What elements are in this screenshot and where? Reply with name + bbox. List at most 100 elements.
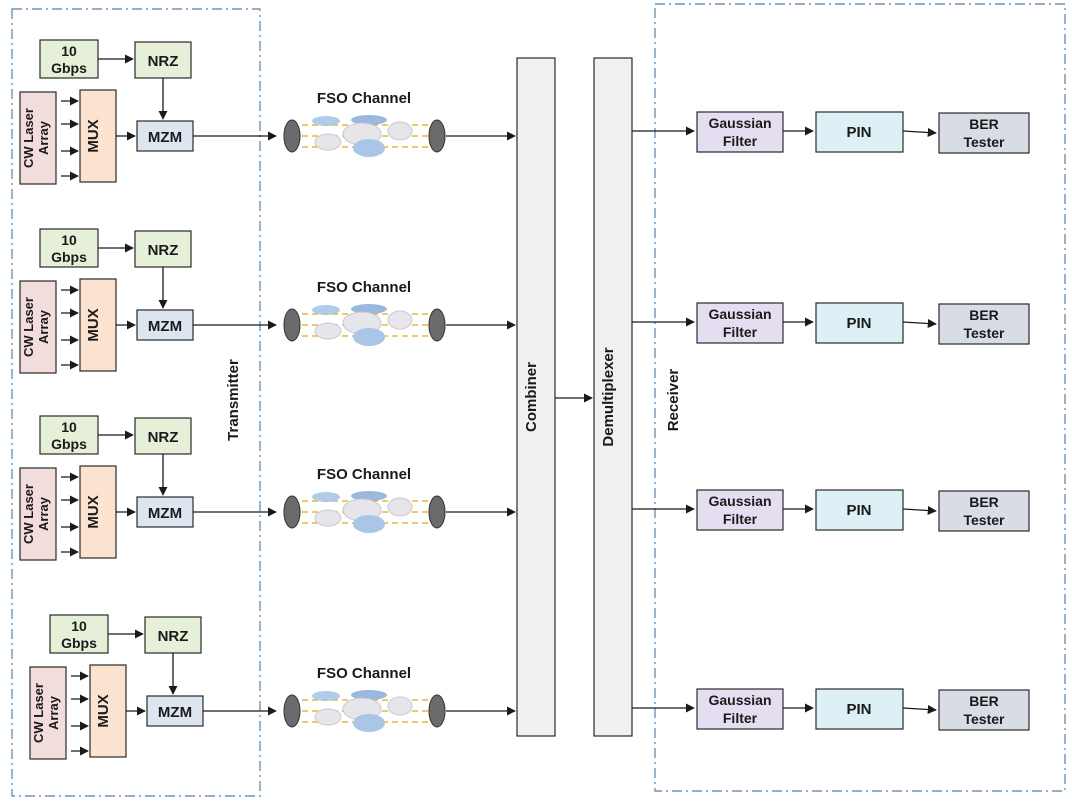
turbulence-cloud: [353, 328, 385, 346]
gaussian-filter-block: [696, 489, 784, 531]
turbulence-cloud: [387, 497, 413, 517]
gaussian-label: Gaussian: [708, 692, 771, 708]
tester-label: Tester: [964, 325, 1006, 341]
turbulence-cloud: [387, 696, 413, 716]
rate-unit-text: Gbps: [51, 60, 87, 76]
receiver-label: Receiver: [665, 369, 682, 432]
pin-label: PIN: [846, 315, 871, 332]
mzm-block: [146, 695, 204, 727]
turbulence-cloud: [387, 121, 413, 141]
mux-label: MUX: [85, 495, 102, 528]
turbulence-cloud: [353, 515, 385, 533]
turbulence-cloud: [351, 115, 387, 125]
tx-lens-icon: [283, 308, 301, 342]
turbulence-cloud: [314, 708, 342, 726]
turbulence-cloud: [312, 492, 340, 502]
nrz-block: [134, 230, 192, 268]
mzm-label: MZM: [148, 129, 182, 146]
gaussian-filter-block: [696, 111, 784, 153]
rate-value-text: 10: [61, 419, 77, 435]
ber-tester-block: [938, 689, 1030, 731]
nrz-block: [134, 417, 192, 455]
nrz-label: NRZ: [148, 429, 179, 446]
fso-channel-label: FSO Channel: [317, 90, 411, 107]
gaussian-filter-block: [696, 688, 784, 730]
turbulence-cloud: [314, 322, 342, 340]
mux-block: [79, 465, 117, 559]
turbulence-cloud: [312, 116, 340, 126]
nrz-label: NRZ: [148, 53, 179, 70]
gaussian-filter-block: [696, 302, 784, 344]
rate-value-text: 10: [71, 618, 87, 634]
pin-to-ber-arrow: [902, 127, 937, 138]
filter-label: Filter: [723, 133, 758, 149]
array-label: Array: [36, 309, 51, 344]
gaussian-label: Gaussian: [708, 306, 771, 322]
ber-label: BER: [969, 116, 999, 132]
fso-channel-label: FSO Channel: [317, 466, 411, 483]
tx-lens-icon: [283, 495, 301, 529]
gaussian-label: Gaussian: [708, 115, 771, 131]
mux-block: [79, 89, 117, 183]
rate-value-text: 10: [61, 232, 77, 248]
cw-laser-array-block: [19, 280, 57, 374]
ber-label: BER: [969, 693, 999, 709]
mzm-block: [136, 496, 194, 528]
fso-channel-label: FSO Channel: [317, 279, 411, 296]
rx-lens-icon: [428, 495, 446, 529]
mzm-label: MZM: [148, 318, 182, 335]
rate-unit-text: Gbps: [61, 635, 97, 651]
transmitter-region: [11, 8, 261, 797]
cw-laser-array-block: [19, 467, 57, 561]
rate-unit-text: Gbps: [51, 436, 87, 452]
array-label: Array: [36, 496, 51, 531]
combiner-block: [516, 57, 556, 737]
turbulence-cloud: [387, 310, 413, 330]
pin-to-ber-arrow: [902, 704, 937, 715]
ber-label: BER: [969, 307, 999, 323]
tx-lens-icon: [283, 119, 301, 153]
cw-laser-array-block: [29, 666, 67, 760]
demultiplexer-label: Demultiplexer: [600, 347, 617, 446]
tx-lens-icon: [283, 694, 301, 728]
pin-label: PIN: [846, 502, 871, 519]
tester-label: Tester: [964, 711, 1006, 727]
ber-tester-block: [938, 303, 1030, 345]
turbulence-cloud: [351, 690, 387, 700]
mzm-label: MZM: [148, 505, 182, 522]
pin-to-ber-arrow: [902, 505, 937, 516]
tester-label: Tester: [964, 134, 1006, 150]
pin-to-ber-arrow: [902, 318, 937, 329]
cw-laser-label: CW Laser: [21, 297, 36, 357]
cw-laser-array-block: [19, 91, 57, 185]
fso-channel-label: FSO Channel: [317, 665, 411, 682]
rx-lens-icon: [428, 308, 446, 342]
cw-laser-label: CW Laser: [21, 484, 36, 544]
nrz-label: NRZ: [158, 628, 189, 645]
pin-label: PIN: [846, 124, 871, 141]
filter-label: Filter: [723, 511, 758, 527]
pin-block: [815, 302, 904, 344]
ber-label: BER: [969, 494, 999, 510]
gaussian-label: Gaussian: [708, 493, 771, 509]
turbulence-cloud: [312, 691, 340, 701]
mux-label: MUX: [85, 308, 102, 341]
tester-label: Tester: [964, 512, 1006, 528]
turbulence-cloud: [314, 509, 342, 527]
cw-laser-label: CW Laser: [31, 683, 46, 743]
turbulence-cloud: [312, 305, 340, 315]
combiner-label: Combiner: [523, 362, 540, 432]
pin-block: [815, 111, 904, 153]
pin-block: [815, 688, 904, 730]
mzm-label: MZM: [158, 704, 192, 721]
nrz-block: [134, 41, 192, 79]
rate-source-block: [39, 415, 99, 455]
mux-block: [79, 278, 117, 372]
demultiplexer-block: [593, 57, 633, 737]
rate-unit-text: Gbps: [51, 249, 87, 265]
filter-label: Filter: [723, 710, 758, 726]
